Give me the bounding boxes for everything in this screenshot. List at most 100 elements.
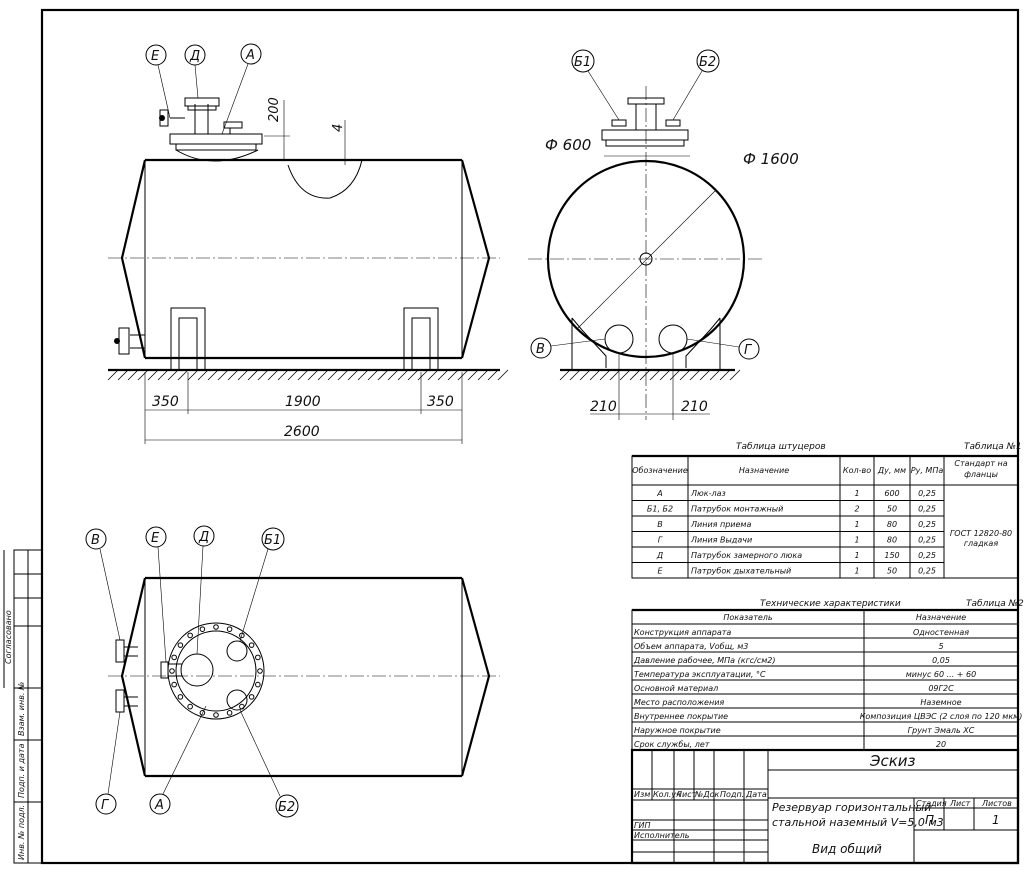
tb-col-list: Лист xyxy=(675,790,697,799)
callout-e-front: Е xyxy=(151,49,160,64)
table2-cell: Температура эксплуатации, °С xyxy=(634,670,766,679)
tb-sheets-label: Листов xyxy=(981,799,1012,808)
table1-cell: Люк-лаз xyxy=(690,489,726,498)
callouts-front xyxy=(145,43,262,135)
top-view xyxy=(108,576,500,778)
table1-cell: Патрубок замерного люка xyxy=(691,551,802,560)
table2-cell: Давление рабочее, МПа (кгс/см2) xyxy=(633,656,776,665)
tb-stage-label: Стадия xyxy=(916,799,947,808)
tb-col-date: Дата xyxy=(745,790,767,799)
table1-cell: 150 xyxy=(884,551,899,560)
tb-sheets: 1 xyxy=(992,813,1000,827)
table1-cell: Д xyxy=(656,551,663,560)
callouts-top xyxy=(85,525,299,818)
table2-header: Показатель xyxy=(723,613,772,622)
tb-gip: ГИП xyxy=(634,821,650,830)
outer-frame xyxy=(40,8,1020,865)
table1-header: Кол-во xyxy=(843,466,871,475)
table2-cell: Наружное покрытие xyxy=(634,726,721,735)
table2-cell: Грунт Эмаль ХС xyxy=(908,726,975,735)
table1-cell: А xyxy=(656,489,662,498)
tb-col-izm: Изм xyxy=(634,790,650,799)
table2-cell: Внутреннее покрытие xyxy=(634,712,728,721)
table1-cell: 0,25 xyxy=(918,505,936,514)
table1-header: Ду, мм xyxy=(877,466,906,475)
stamp-soglasovano: Согласовано xyxy=(4,610,13,664)
table1-cell: 80 xyxy=(887,536,897,545)
callout-e-top: Е xyxy=(151,531,160,546)
table1-number: Таблица №1 xyxy=(964,442,1022,452)
table1-cell: 0,25 xyxy=(918,489,936,498)
table1-cell: 1 xyxy=(854,536,859,545)
callout-v-top: В xyxy=(91,533,100,548)
dim-2600: 2600 xyxy=(284,424,320,440)
table2-cell: Место расположения xyxy=(634,698,724,707)
table1-cell: Линия Выдачи xyxy=(690,536,752,545)
table2-cell: 09Г2С xyxy=(928,684,954,693)
table1-cell: 0,25 xyxy=(918,551,936,560)
title-block xyxy=(630,748,1020,865)
dim-phi-1600: Ф 1600 xyxy=(743,150,799,168)
dim-350-left: 350 xyxy=(152,394,179,410)
tb-stage: П xyxy=(925,813,934,827)
callout-b1-top: Б1 xyxy=(264,533,281,548)
callout-d-top: Д xyxy=(198,530,209,545)
tb-name-1: Резервуар горизонтальный xyxy=(772,801,931,814)
dim-1900: 1900 xyxy=(285,394,321,410)
callout-a-top: А xyxy=(154,798,164,813)
table1-header: Обозначение xyxy=(632,466,688,475)
callouts-end xyxy=(530,49,760,360)
dim-210-right: 210 xyxy=(681,399,708,415)
callout-b2-end: Б2 xyxy=(699,55,716,70)
table2-cell: 0,05 xyxy=(932,656,950,665)
table1-cell: 0,25 xyxy=(918,567,936,576)
stamp-vzam: Взам. инв. № xyxy=(17,682,26,736)
front-view xyxy=(107,97,509,444)
stamp-inv: Инв. № подл. xyxy=(17,805,26,860)
table1-cell: 1 xyxy=(854,520,859,529)
callout-b1-end: Б1 xyxy=(574,55,591,70)
callout-b2-top: Б2 xyxy=(278,800,295,815)
table2-cell: Наземное xyxy=(920,698,961,707)
dim-phi-600: Ф 600 xyxy=(545,136,591,154)
table1-cell: Линия приема xyxy=(690,520,751,529)
tb-sheet-label: Лист xyxy=(949,799,971,808)
stamp-podp: Подп. и дата xyxy=(17,743,26,798)
table2-cell: Одностенная xyxy=(913,628,969,637)
table2-cell: Срок службы, лет xyxy=(634,740,710,749)
table1-cell: 2 xyxy=(854,505,859,514)
tech-table xyxy=(631,608,1019,751)
callout-a-front: А xyxy=(245,48,255,63)
dim-4: 4 xyxy=(331,124,346,132)
table1-title: Таблица штуцеров xyxy=(736,442,826,452)
tb-view: Вид общий xyxy=(812,842,882,856)
table2-title: Технические характеристики xyxy=(760,599,901,609)
table1-cell: 0,25 xyxy=(918,536,936,545)
table2-number: Таблица №2 xyxy=(966,599,1024,609)
table1-header: фланцы xyxy=(964,470,998,479)
table1-cell: 1 xyxy=(854,489,859,498)
callout-g-end: Г xyxy=(744,343,753,358)
dim-210-left: 210 xyxy=(590,399,617,415)
table2-cell: Конструкция аппарата xyxy=(634,628,731,637)
table1-cell: Патрубок дыхательный xyxy=(691,567,791,576)
tb-name-2: стальной наземный V=5,0 м3 xyxy=(772,816,944,829)
table2-cell: Объем аппарата, Vобщ, м3 xyxy=(634,642,748,651)
table1-cell: 1 xyxy=(854,567,859,576)
table1-cell: Г xyxy=(658,536,663,545)
tb-executor: Исполнитель xyxy=(634,831,690,840)
table2-cell: Композиция ЦВЭС (2 слоя по 120 мкм) xyxy=(860,712,1023,721)
table1-cell: Е xyxy=(657,567,663,576)
tb-col-ndoc: №Док xyxy=(694,790,719,799)
table1-standard: гладкая xyxy=(964,539,998,548)
table1-cell: Б1, Б2 xyxy=(647,505,673,514)
callout-g-top: Г xyxy=(101,798,110,813)
table2-cell: 5 xyxy=(938,642,943,651)
table1-header: Стандарт на xyxy=(954,459,1007,468)
table1-standard: ГОСТ 12820-80 xyxy=(950,529,1012,538)
table1-cell: 80 xyxy=(887,520,897,529)
table1-cell: 0,25 xyxy=(918,520,936,529)
tb-col-podp: Подп. xyxy=(720,790,744,799)
tb-col-kol: Кол.уч xyxy=(653,790,681,799)
